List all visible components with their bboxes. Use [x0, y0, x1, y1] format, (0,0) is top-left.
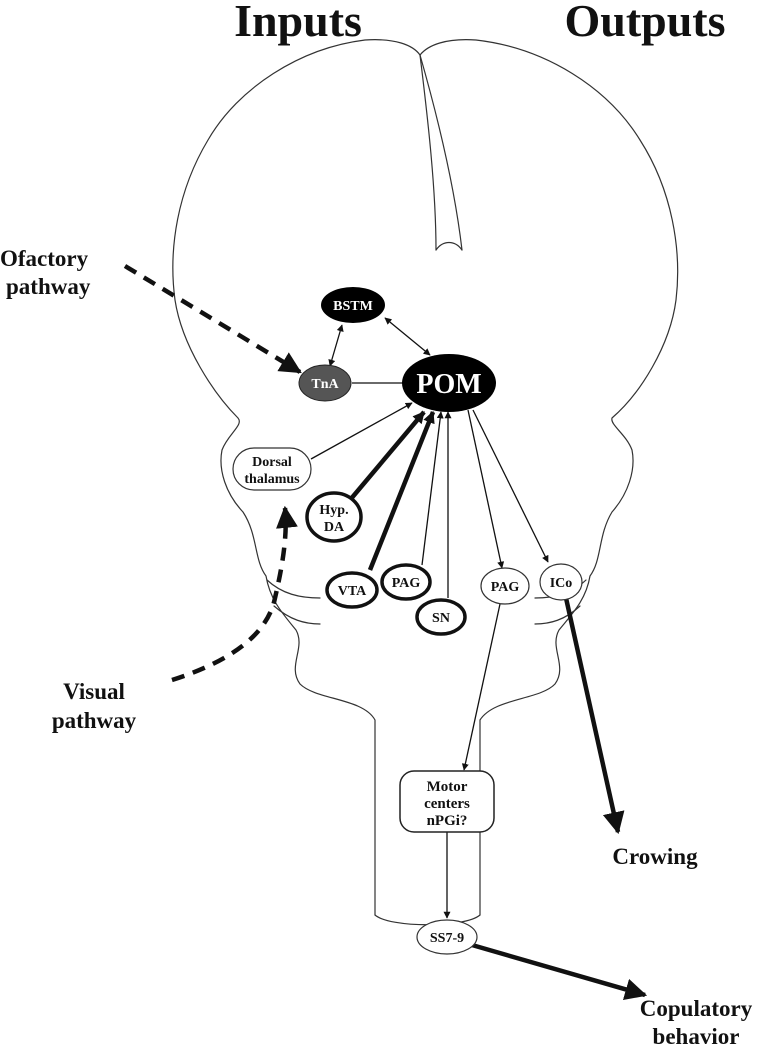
ss79-label: SS7-9 [430, 931, 464, 946]
ico-crowing-arrow [563, 597, 625, 835]
olfactory-pathway-label-line1: Ofactory [0, 246, 89, 271]
brain-outline [172, 39, 679, 926]
visual-pathway-label-line2: pathway [52, 708, 137, 733]
tna-label: TnA [311, 377, 339, 392]
vta-pom-arrow [367, 410, 436, 571]
node-pag-input: PAG [380, 563, 432, 601]
bstm-pom-arrow [384, 317, 431, 356]
ico-label: ICo [550, 576, 573, 591]
pag-pom-arrow [421, 411, 444, 566]
inputs-heading: Inputs [234, 0, 362, 46]
thalamus-pom-arrow [310, 402, 413, 460]
pag-input-label: PAG [392, 576, 421, 591]
visual-pathway-label-line1: Visual [63, 679, 125, 704]
pom-pag-output-arrow [467, 409, 505, 569]
dorsal-thalamus-label-line2: thalamus [244, 472, 300, 487]
pom-label: POM [416, 369, 481, 400]
hyp-da-label-line2: DA [324, 520, 345, 535]
crowing-label: Crowing [612, 844, 698, 869]
node-hyp-da: Hyp. DA [305, 491, 363, 543]
node-vta: VTA [325, 571, 379, 609]
connections [123, 264, 648, 1001]
node-motor-centers: Motor centers nPGi? [399, 770, 495, 833]
copulatory-behavior-label-line1: Copulatory [640, 996, 753, 1021]
hypda-pom-arrow [348, 410, 426, 502]
node-bstm: BSTM [321, 287, 385, 323]
node-ss79: SS7-9 [416, 919, 478, 955]
node-ico: ICo [539, 563, 583, 601]
outputs-heading: Outputs [564, 0, 725, 46]
motor-centers-label-line1: Motor [427, 779, 468, 795]
motor-centers-label-line3: nPGi? [427, 813, 468, 829]
pom-ico-arrow [472, 409, 549, 563]
pag-motor-arrow [461, 603, 501, 771]
node-sn: SN [415, 598, 467, 636]
dorsal-thalamus-label-line1: Dorsal [252, 455, 292, 470]
motor-centers-label-line2: centers [424, 796, 470, 812]
copulatory-behavior-label-line2: behavior [653, 1024, 740, 1049]
node-dorsal-thalamus: Dorsal thalamus [232, 447, 312, 491]
vta-label: VTA [338, 584, 367, 599]
node-tna: TnA [298, 364, 352, 402]
sn-label: SN [432, 611, 450, 626]
node-pag-output: PAG [480, 567, 530, 605]
pag-output-label: PAG [491, 580, 520, 595]
olfactory-pathway-label-line2: pathway [6, 274, 91, 299]
bstm-tna-arrow [328, 324, 344, 367]
node-pom: POM [402, 354, 496, 412]
visual-pathway-arrow [171, 505, 298, 683]
ss79-copulatory-arrow [471, 942, 648, 1001]
hyp-da-label-line1: Hyp. [319, 503, 348, 518]
bstm-label: BSTM [333, 299, 373, 314]
olfactory-pathway-arrow [123, 264, 302, 374]
